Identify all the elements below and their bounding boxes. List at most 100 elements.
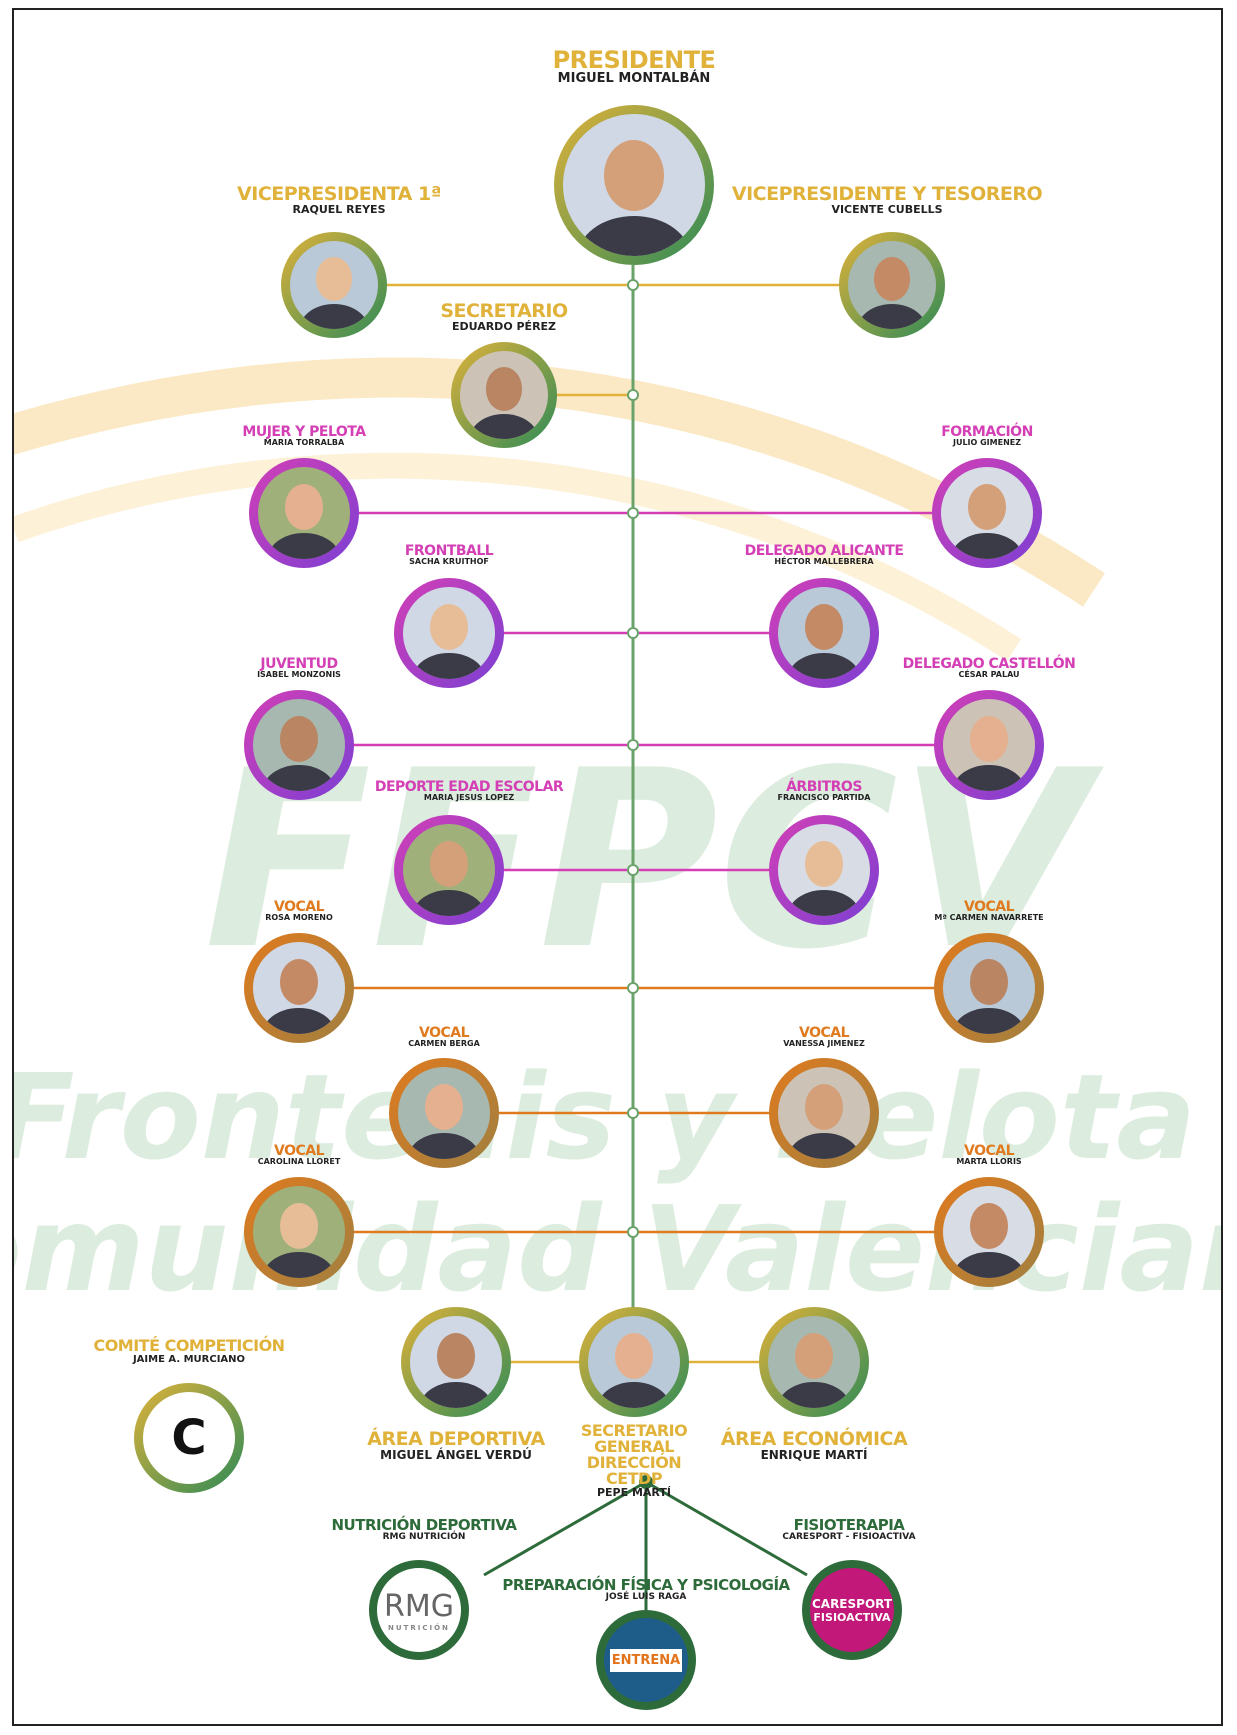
person-name: VANESSA JIMENEZ [783,1039,865,1048]
portrait-head [967,483,1007,530]
person-portrait [394,578,504,688]
portrait-body [856,304,928,329]
person-portrait [451,342,557,448]
portrait-head [969,1202,1009,1249]
portrait-head [284,483,324,530]
person-portrait [394,815,504,925]
role-title: ÁRBITROS [786,779,862,795]
portrait-head [804,1083,844,1130]
portrait-body [952,1008,1026,1034]
person-portrait [934,690,1044,800]
portrait-photo [778,587,870,679]
person-name: SACHA KRUITHOF [409,557,489,566]
role-title: VOCAL [963,899,1015,915]
person-name: RAQUEL REYES [292,203,386,216]
role-title: VICEPRESIDENTE Y TESORERO [731,183,1043,205]
portrait-photo [258,467,350,559]
role-title: FORMACIÓN [941,424,1033,440]
portrait-photo [403,587,495,679]
spine-node [627,982,639,994]
portrait-head [873,256,911,301]
portrait-photo [778,824,870,916]
portrait-head [279,958,319,1005]
spine-node [627,507,639,519]
portrait-photo [253,699,345,791]
person-name: PEPE MARTÍ [596,1486,671,1499]
portrait-body [412,653,486,679]
portrait-photo [768,1316,860,1408]
org-chart: FFPCV Frontenis y Pelota Comunidad Valen… [12,8,1223,1726]
person-portrait [401,1307,511,1417]
watermark-swoosh-lower [14,452,1022,661]
person-portrait [769,1058,879,1168]
partner-name: JOSÉ LUIS RAGA [605,1592,687,1602]
spine-node [627,279,639,291]
portrait-body [468,414,540,439]
spine-node [627,1107,639,1119]
connector-lines [299,265,989,1655]
person-name: JAIME A. MURCIANO [132,1354,246,1365]
role-title: VOCAL [798,1025,850,1041]
portrait-body [407,1133,481,1159]
spine-node [627,389,639,401]
portrait-head [614,1332,654,1379]
person-name: CÉSAR PALAU [958,670,1020,679]
committee-letter: C [171,1410,207,1466]
person-portrait [249,458,359,568]
portrait-photo [943,1186,1035,1278]
partner-logo-text: CARESPORT [811,1596,893,1611]
portrait-photo [943,942,1035,1034]
partner-line [645,1480,808,1577]
committee-letter-circle: C [143,1392,235,1484]
person-portrait [244,690,354,800]
portrait-head [604,139,664,211]
portrait-photo [253,1186,345,1278]
person-portrait [839,232,945,338]
person-portrait [932,458,1042,568]
watermark-line1: Frontenis y Pelota [14,1048,1196,1186]
portrait-photo [403,824,495,916]
portrait-head [424,1083,464,1130]
role-title: ÁREA DEPORTIVA [367,1428,545,1450]
portrait-photo [943,699,1035,791]
partner-role: FISIOTERAPIA [793,1516,905,1534]
portrait-head [804,840,844,887]
spine-node [627,1226,639,1238]
role-title: VOCAL [418,1025,470,1041]
portrait-photo [941,467,1033,559]
role-title: SECRETARIO GENERAL DIRECCIÓN CETDP [580,1421,688,1488]
role-title: DELEGADO CASTELLÓN [902,656,1076,672]
role-title: VICEPRESIDENTA 1ª [237,183,441,205]
portrait-photo [290,241,378,329]
spine-node [627,627,639,639]
partner-hub-node [639,1475,653,1489]
person-portrait [934,1177,1044,1287]
person-name: VICENTE CUBELLS [831,203,943,216]
person-name: HÉCTOR MALLEBRERA [774,557,874,566]
portrait-photo [848,241,936,329]
portrait-head [804,603,844,650]
person-portrait [769,815,879,925]
person-portrait [389,1058,499,1168]
portrait-body [787,1133,861,1159]
role-title: SECRETARIO [440,300,568,322]
spine-node [627,739,639,751]
role-title: DELEGADO ALICANTE [744,543,904,559]
